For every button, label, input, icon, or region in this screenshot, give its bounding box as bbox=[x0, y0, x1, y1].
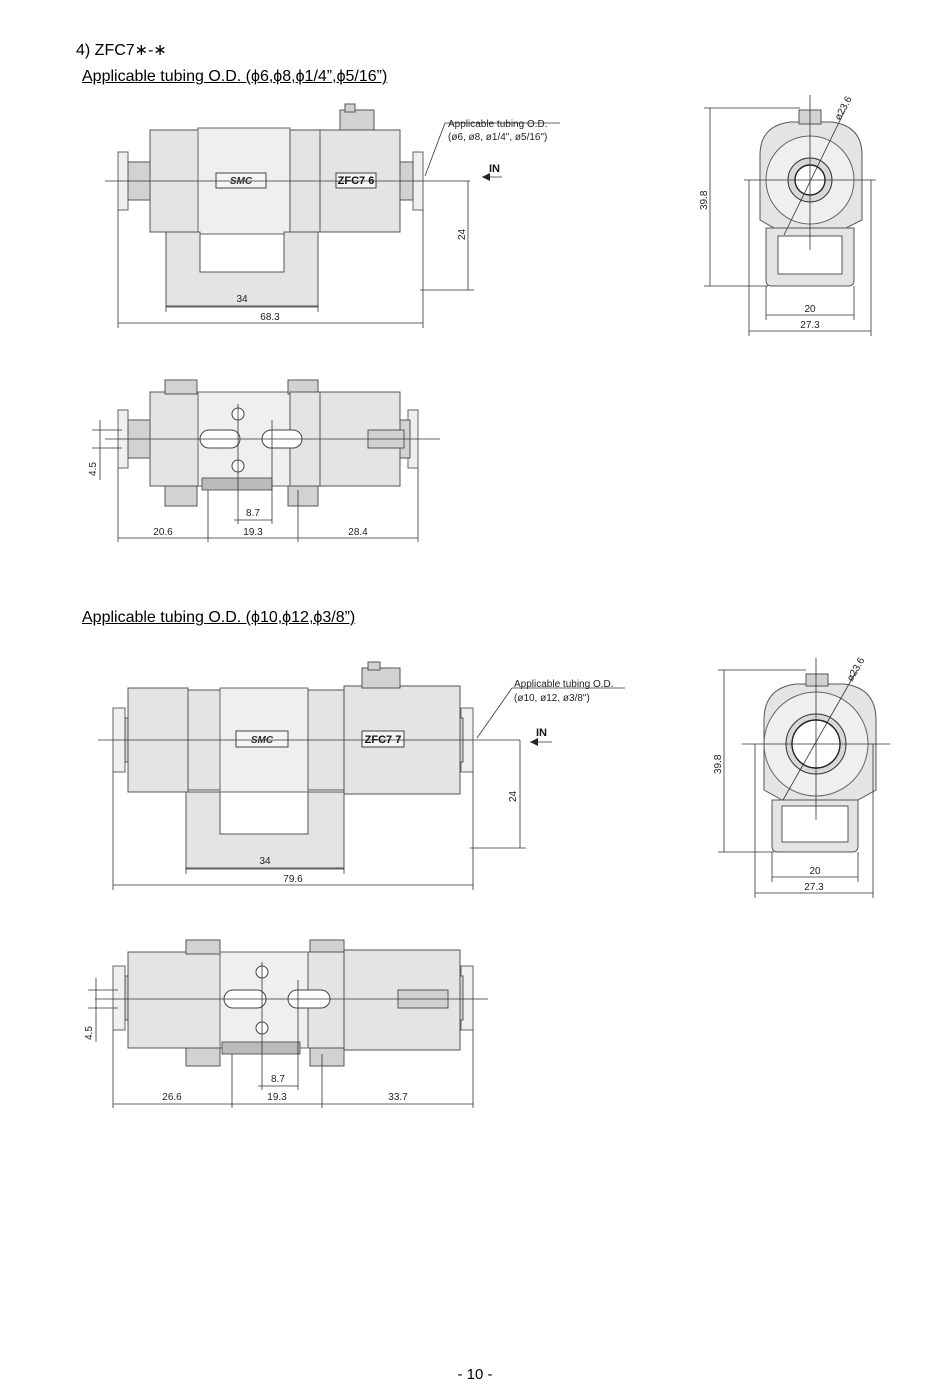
view1-dim-mid: 19.3 bbox=[243, 527, 263, 538]
view1-dim-diameter: ø23.6 bbox=[833, 94, 855, 122]
view1-dim-left: 20.6 bbox=[153, 527, 173, 538]
view2-brand-mark: SMC bbox=[251, 735, 274, 746]
view2-dim-height-39-8: 39.8 bbox=[713, 754, 724, 774]
section-title: 4) ZFC7∗-∗ bbox=[76, 42, 167, 59]
view2-front-drawing: SMC ZFC7 7 IN Applicable tubing O.D. (ø1… bbox=[98, 661, 625, 890]
view2-dim-4-5: 4.5 bbox=[84, 1026, 95, 1040]
view1-top-drawing: 4.5 8.7 20.6 19.3 28.4 bbox=[88, 379, 440, 542]
view2-dim-diameter: ø23.6 bbox=[845, 655, 868, 683]
view1-callout-line2: (ø6, ø8, ø1/4", ø5/16") bbox=[448, 132, 547, 143]
view1-dim-width-34: 34 bbox=[236, 294, 248, 305]
view2-dim-mid: 19.3 bbox=[267, 1092, 287, 1103]
view1-dim-height-24: 24 bbox=[457, 228, 468, 240]
view1-dim-width-20: 20 bbox=[804, 304, 816, 315]
view2-dim-width-34: 34 bbox=[259, 856, 271, 867]
view2-callout-line1: Applicable tubing O.D. bbox=[514, 679, 614, 690]
view1-dim-8-7: 8.7 bbox=[246, 508, 260, 519]
view1-dim-right: 28.4 bbox=[348, 527, 368, 538]
view2-in-label: IN bbox=[536, 727, 547, 739]
view1-dim-width-27-3: 27.3 bbox=[800, 320, 820, 331]
view1-brand-mark: SMC bbox=[230, 176, 253, 187]
view2-dim-width-27-3: 27.3 bbox=[804, 882, 824, 893]
view2-callout-line2: (ø10, ø12, ø3/8") bbox=[514, 693, 590, 704]
view1-dim-overall: 68.3 bbox=[260, 312, 280, 323]
view1-in-label: IN bbox=[489, 163, 500, 175]
view1-heading: Applicable tubing O.D. (ϕ6,ϕ8,ϕ1/4”,ϕ5/1… bbox=[82, 68, 388, 85]
view2-dim-height-24: 24 bbox=[508, 790, 519, 802]
view1-dim-4-5: 4.5 bbox=[88, 462, 99, 476]
view2-dim-left: 26.6 bbox=[162, 1092, 182, 1103]
view2-heading: Applicable tubing O.D. (ϕ10,ϕ12,ϕ3/8”) bbox=[82, 609, 356, 626]
view2-dim-width-20: 20 bbox=[809, 866, 821, 877]
view2-dim-overall: 79.6 bbox=[283, 874, 303, 885]
view2-dim-8-7: 8.7 bbox=[271, 1074, 285, 1085]
view2-dim-right: 33.7 bbox=[388, 1092, 408, 1103]
view1-callout-line1: Applicable tubing O.D. bbox=[448, 119, 548, 130]
view1-dim-height-39-8: 39.8 bbox=[699, 190, 710, 210]
view1-front-drawing: SMC ZFC7 6 IN Applicable tubing O.D. (ø6… bbox=[105, 103, 560, 328]
view2-side-drawing: ø23.6 39.8 20 27.3 bbox=[713, 655, 890, 898]
view1-side-drawing: ø23.6 39.8 20 27.3 bbox=[699, 94, 876, 336]
page-number: - 10 - bbox=[457, 1366, 493, 1383]
view2-top-drawing: 4.5 8.7 26.6 19.3 33.7 bbox=[84, 939, 488, 1108]
